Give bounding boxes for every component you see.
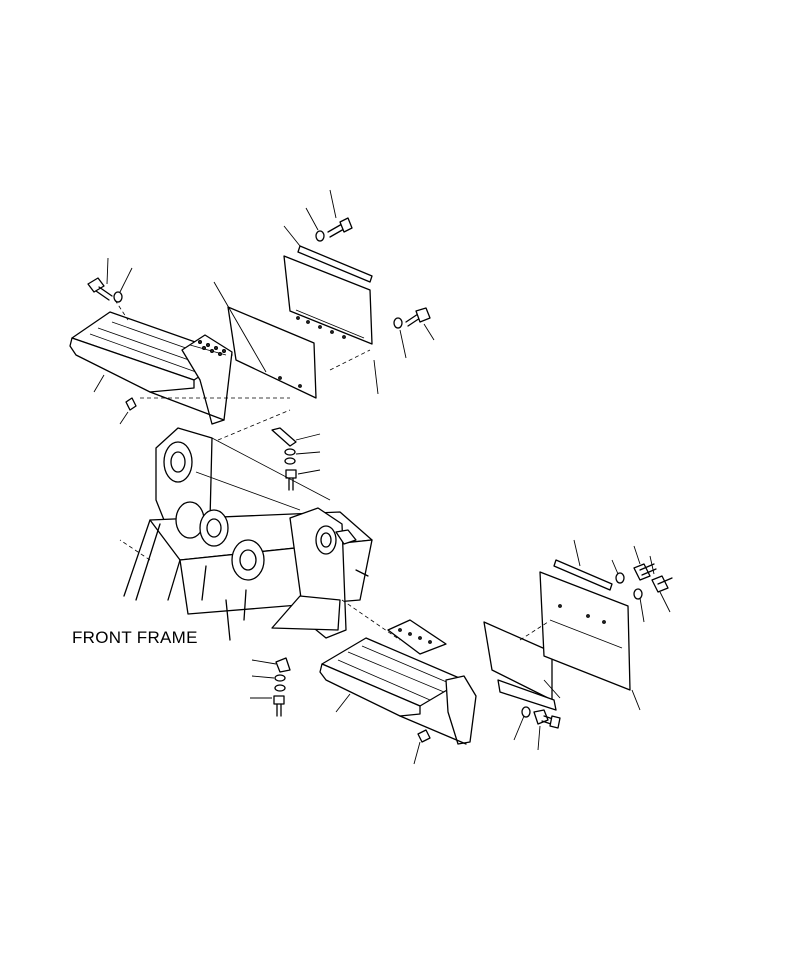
bracket-center <box>217 409 321 491</box>
bracket-lower-left <box>250 657 291 717</box>
bolt-lower-center <box>513 706 561 751</box>
nut-lower <box>413 729 431 765</box>
left-step <box>69 311 290 425</box>
bolt-upper-left <box>87 257 133 321</box>
front-frame-label: FRONT FRAME <box>72 628 198 647</box>
front-frame <box>119 427 401 641</box>
bolt-upper-top <box>305 189 353 242</box>
bolts-lower-right <box>611 545 673 623</box>
bolt-upper-right <box>393 307 435 359</box>
upper-plates <box>213 225 379 399</box>
right-step <box>319 619 477 745</box>
lower-plates <box>483 539 641 711</box>
nut-left <box>119 397 137 425</box>
